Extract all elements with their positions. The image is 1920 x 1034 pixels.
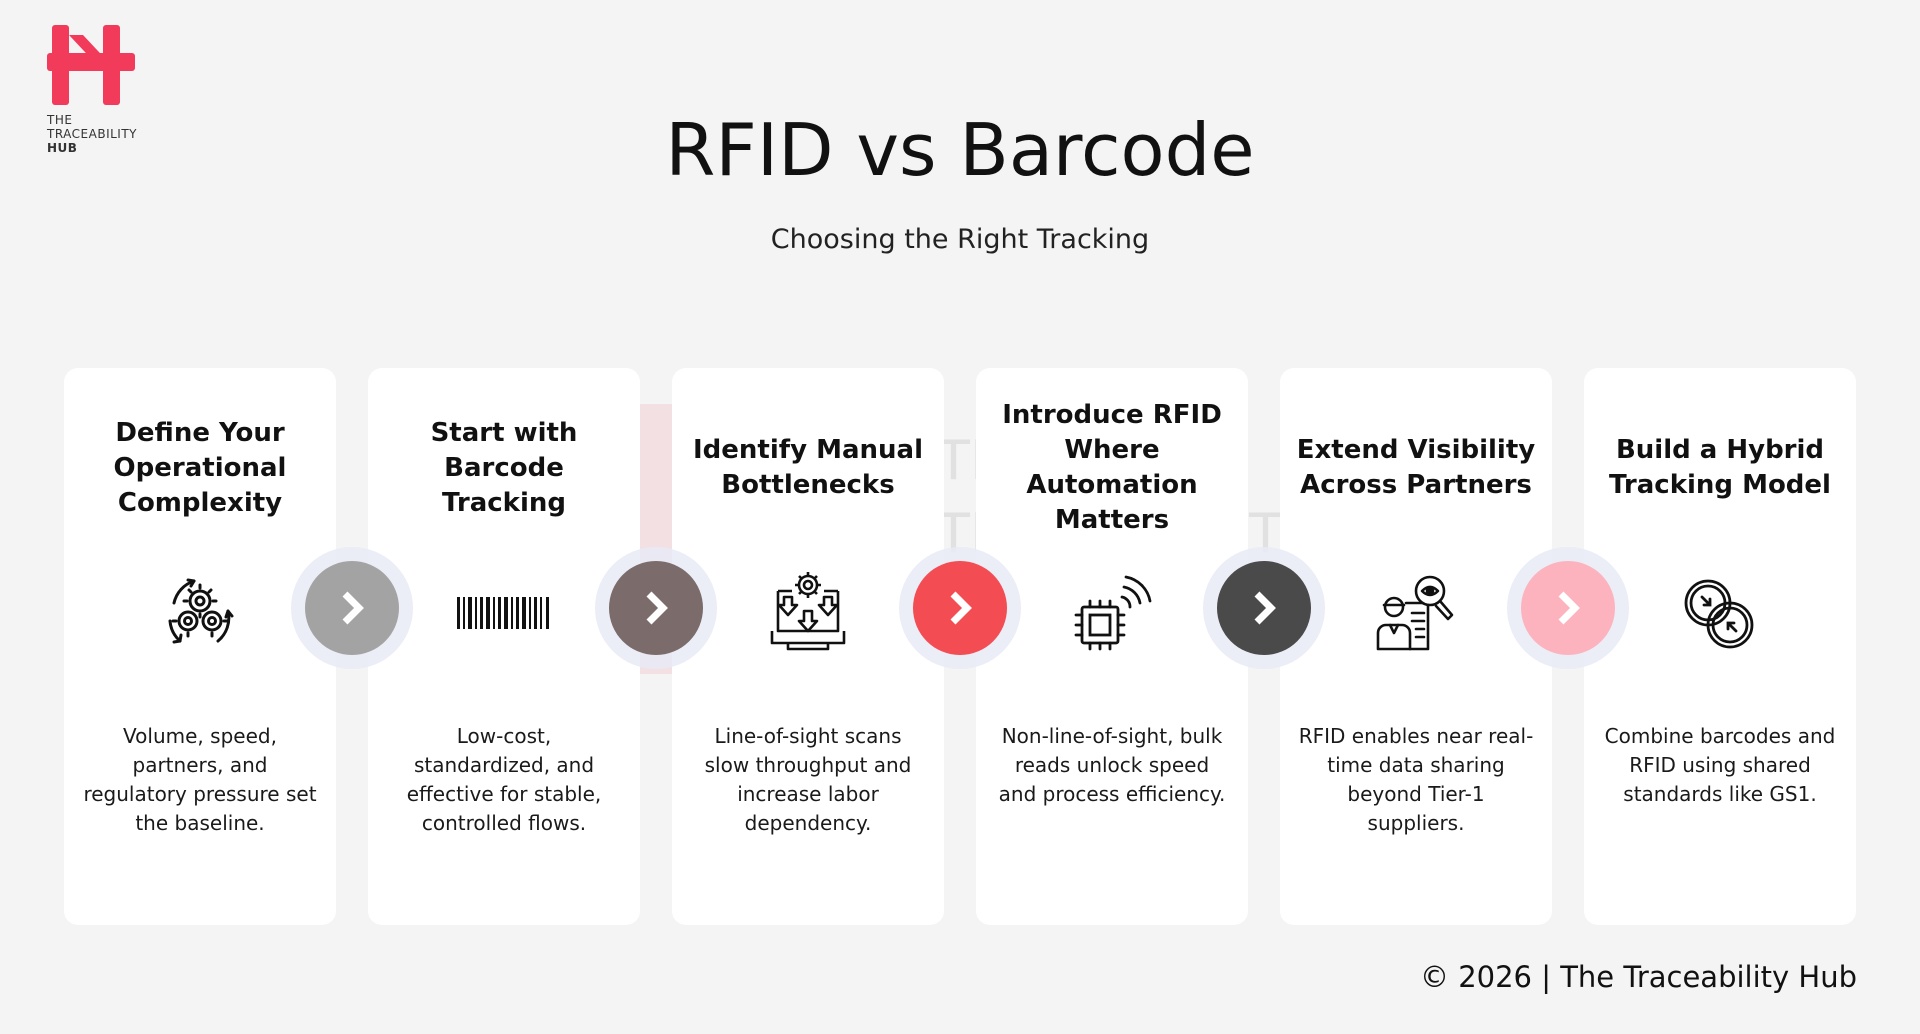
step-title: Define Your Operational Complexity [113, 417, 287, 518]
step-card-4: Introduce RFID Where Automation Matters … [976, 368, 1248, 925]
page-title: RFID vs Barcode [665, 108, 1255, 192]
step-arrow-circle [305, 561, 399, 655]
step-arrow-5 [1507, 547, 1629, 669]
gear-down-arrows-icon [758, 563, 858, 663]
step-arrow-circle [609, 561, 703, 655]
footer-copyright: © 2026 | The Traceability Hub [1419, 960, 1857, 994]
step-arrow-4 [1203, 547, 1325, 669]
step-card-3: Identify Manual Bottlenecks Line-of-sigh… [672, 368, 944, 925]
step-arrow-circle [913, 561, 1007, 655]
chevron-right-icon [646, 591, 668, 625]
hub-logo-icon [47, 25, 135, 105]
step-card-5: Extend Visibility Across Partners RFID e… [1280, 368, 1552, 925]
step-title: Identify Manual Bottlenecks [693, 435, 923, 500]
step-title: Start with Barcode Tracking [430, 417, 578, 518]
step-arrow-1 [291, 547, 413, 669]
barcode-icon [454, 563, 554, 663]
gears-cycle-icon [150, 563, 250, 663]
step-title: Introduce RFID Where Automation Matters [1002, 400, 1222, 535]
step-description: Low-cost, standardized, and effective fo… [406, 724, 602, 835]
person-magnifier-icon [1366, 563, 1466, 663]
step-arrow-3 [899, 547, 1021, 669]
linked-rings-icon [1670, 563, 1770, 663]
chevron-right-icon [342, 591, 364, 625]
page-subtitle: Choosing the Right Tracking [770, 224, 1150, 255]
step-card-2: Start with Barcode Tracking Low-cost, st… [368, 368, 640, 925]
logo-text-line2: TRACEABILITY [47, 127, 138, 141]
chevron-right-icon [1254, 591, 1276, 625]
step-arrow-circle [1521, 561, 1615, 655]
step-description: Combine barcodes and RFID using shared s… [1604, 724, 1836, 806]
step-description: RFID enables near real-time data sharing… [1298, 724, 1534, 835]
rfid-chip-icon [1062, 563, 1162, 663]
step-description: Line-of-sight scans slow throughput and … [704, 724, 912, 835]
step-title: Extend Visibility Across Partners [1296, 435, 1536, 500]
brand-logo: THE TRACEABILITY HUB [47, 25, 167, 155]
step-description: Non-line-of-sight, bulk reads unlock spe… [998, 724, 1226, 806]
chevron-right-icon [950, 591, 972, 625]
logo-text-line1: THE [47, 113, 73, 127]
logo-text-line3: HUB [47, 141, 78, 155]
step-title: Build a Hybrid Tracking Model [1609, 435, 1831, 500]
step-card-6: Build a Hybrid Tracking Model Combine ba… [1584, 368, 1856, 925]
step-arrow-2 [595, 547, 717, 669]
chevron-right-icon [1558, 591, 1580, 625]
step-card-1: Define Your Operational Complexity Volum… [64, 368, 336, 925]
step-arrow-circle [1217, 561, 1311, 655]
step-description: Volume, speed, partners, and regulatory … [83, 724, 317, 835]
